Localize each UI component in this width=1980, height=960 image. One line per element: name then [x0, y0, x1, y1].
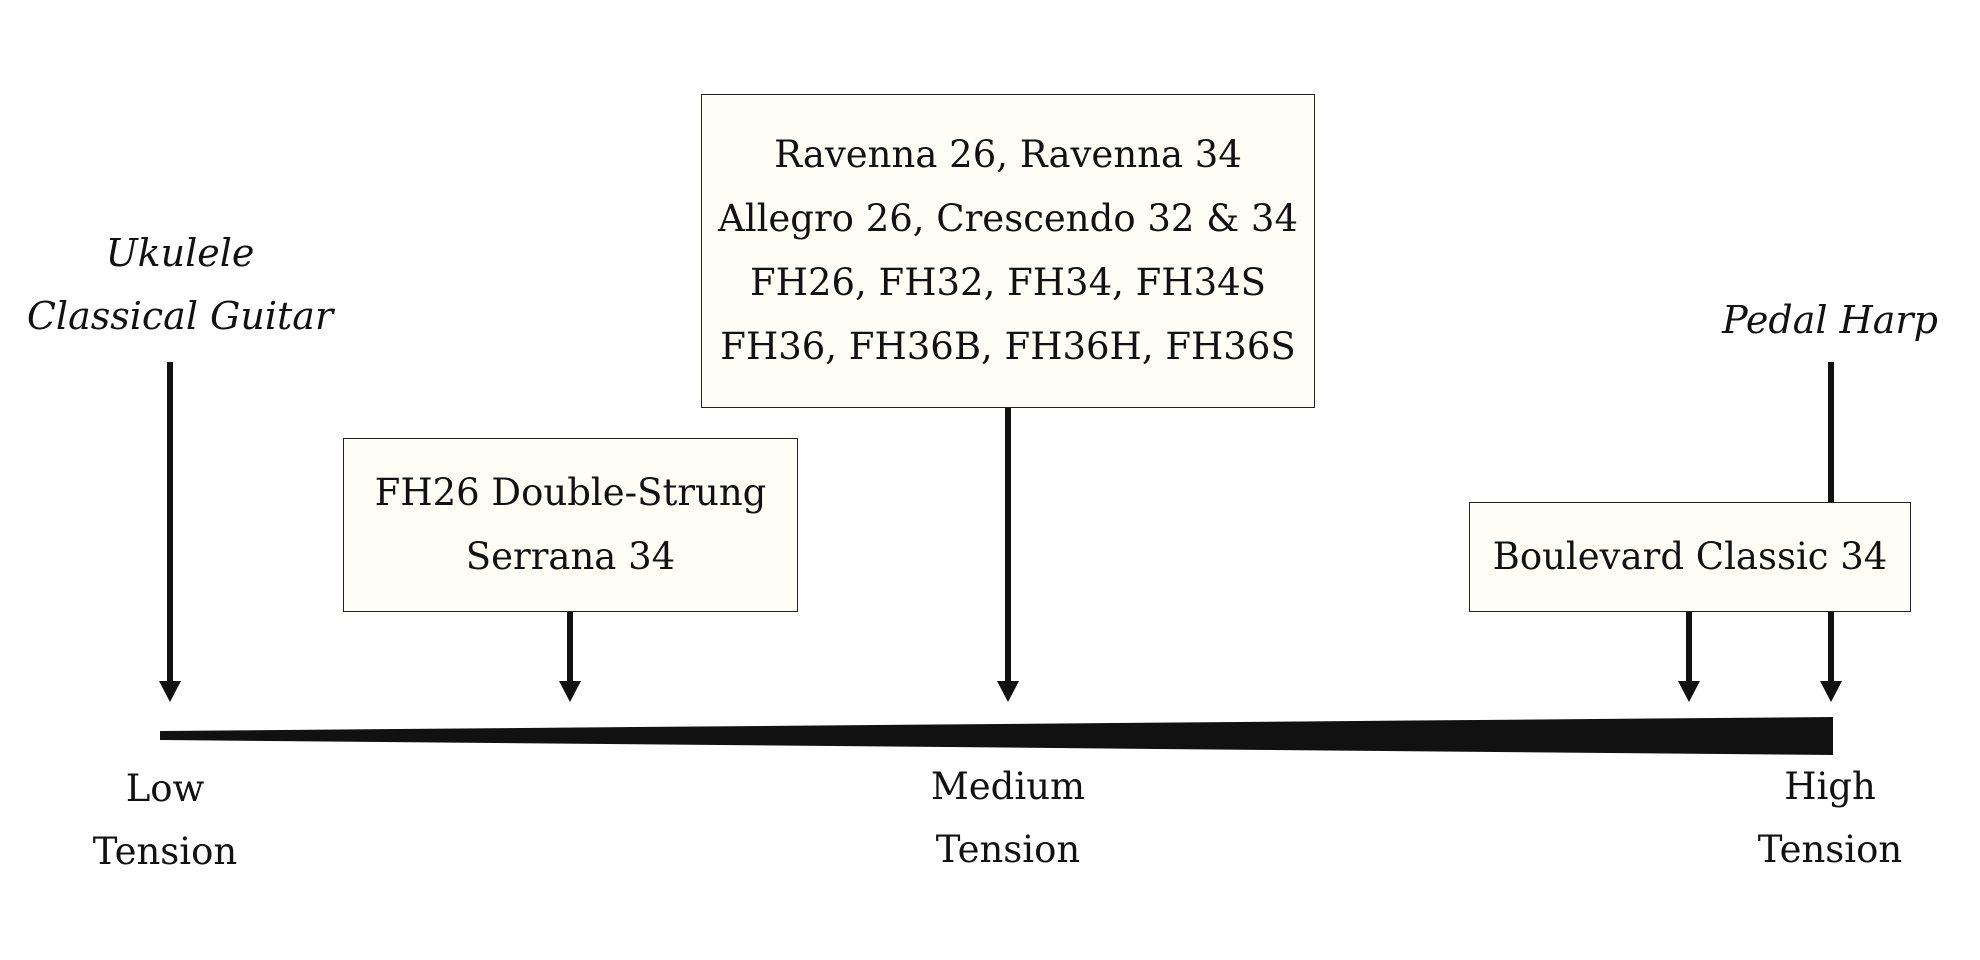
arrow-high-medium — [1678, 611, 1700, 702]
tension-wedge — [160, 717, 1833, 755]
low-label-line2: Tension — [92, 830, 238, 873]
arrow-medium — [997, 406, 1019, 702]
arrow-low — [159, 362, 181, 702]
medium-tension-harps-box: Ravenna 26, Ravenna 34 Allegro 26, Cresc… — [701, 94, 1315, 408]
low-medium-tension-harps-box: FH26 Double-Strung Serrana 34 — [343, 438, 798, 612]
box-line: FH26 Double-Strung — [374, 471, 767, 514]
box-line: Serrana 34 — [465, 535, 676, 578]
box-line: Boulevard Classic 34 — [1492, 535, 1888, 578]
box-line: FH26, FH32, FH34, FH34S — [750, 261, 1266, 304]
arrow-low-medium — [559, 611, 581, 702]
box-line: Allegro 26, Crescendo 32 & 34 — [718, 197, 1298, 240]
low-tension-label: Low Tension — [60, 757, 270, 883]
medium-tension-label: Medium Tension — [893, 755, 1123, 881]
low-label-line1: Low — [125, 767, 205, 810]
high-label-line1: High — [1784, 765, 1876, 808]
classical-guitar-label: Classical Guitar — [26, 294, 334, 338]
medium-label-line2: Tension — [935, 828, 1081, 871]
high-tension-label: High Tension — [1725, 755, 1935, 881]
high-medium-tension-harps-box: Boulevard Classic 34 — [1469, 502, 1911, 612]
pedal-harp-label: Pedal Harp — [1722, 298, 1938, 342]
arrow-high — [1820, 611, 1842, 702]
high-tension-instruments: Pedal Harp — [1700, 289, 1960, 352]
box-line: Ravenna 26, Ravenna 34 — [774, 133, 1242, 176]
box-line: FH36, FH36B, FH36H, FH36S — [720, 325, 1296, 368]
high-label-line2: Tension — [1757, 828, 1903, 871]
low-tension-instruments: Ukulele Classical Guitar — [20, 222, 340, 348]
medium-label-line1: Medium — [930, 765, 1086, 808]
ukulele-label: Ukulele — [105, 231, 255, 275]
